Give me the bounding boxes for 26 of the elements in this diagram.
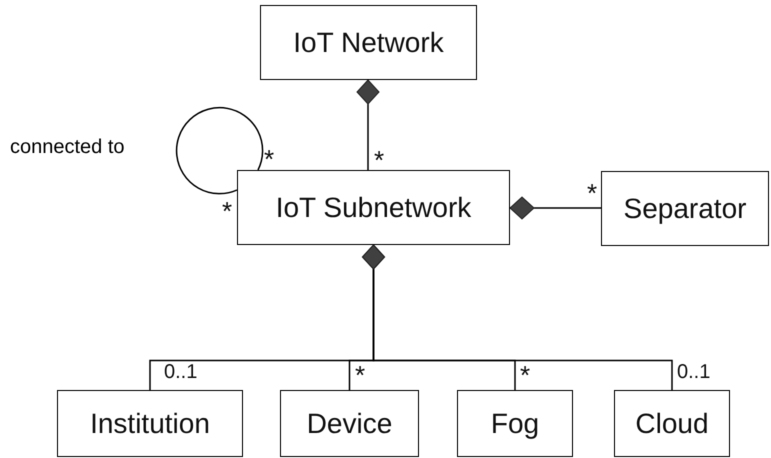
composition-line bbox=[356, 80, 380, 170]
composition-line bbox=[510, 196, 601, 220]
class-box bbox=[57, 390, 243, 457]
multiplicity-label: * bbox=[374, 147, 384, 173]
multiplicity-label: * bbox=[264, 146, 274, 172]
class-name: Separator bbox=[624, 192, 746, 224]
multiplicity-label: * bbox=[355, 362, 366, 388]
association-line bbox=[176, 107, 264, 194]
composition-line bbox=[362, 244, 673, 390]
class-box bbox=[457, 390, 573, 457]
class-box bbox=[237, 170, 510, 245]
class-name: Institution bbox=[90, 408, 210, 440]
class-box bbox=[260, 5, 477, 80]
multiplicity-label: * bbox=[520, 362, 530, 388]
multiplicity-label: * bbox=[222, 198, 232, 224]
class-name: Fog bbox=[490, 408, 540, 440]
class-box bbox=[280, 390, 419, 457]
class-name: IoT Network bbox=[293, 26, 444, 58]
multiplicity-label: 0..1 bbox=[164, 362, 198, 382]
multiplicity-label: 0..1 bbox=[677, 362, 710, 382]
class-name: IoT Subnetwork bbox=[276, 192, 472, 224]
class-box bbox=[614, 390, 730, 457]
class-name: Cloud bbox=[635, 408, 709, 440]
multiplicity-label: * bbox=[587, 180, 598, 206]
class-box bbox=[601, 171, 769, 246]
class-name: Device bbox=[306, 408, 392, 440]
